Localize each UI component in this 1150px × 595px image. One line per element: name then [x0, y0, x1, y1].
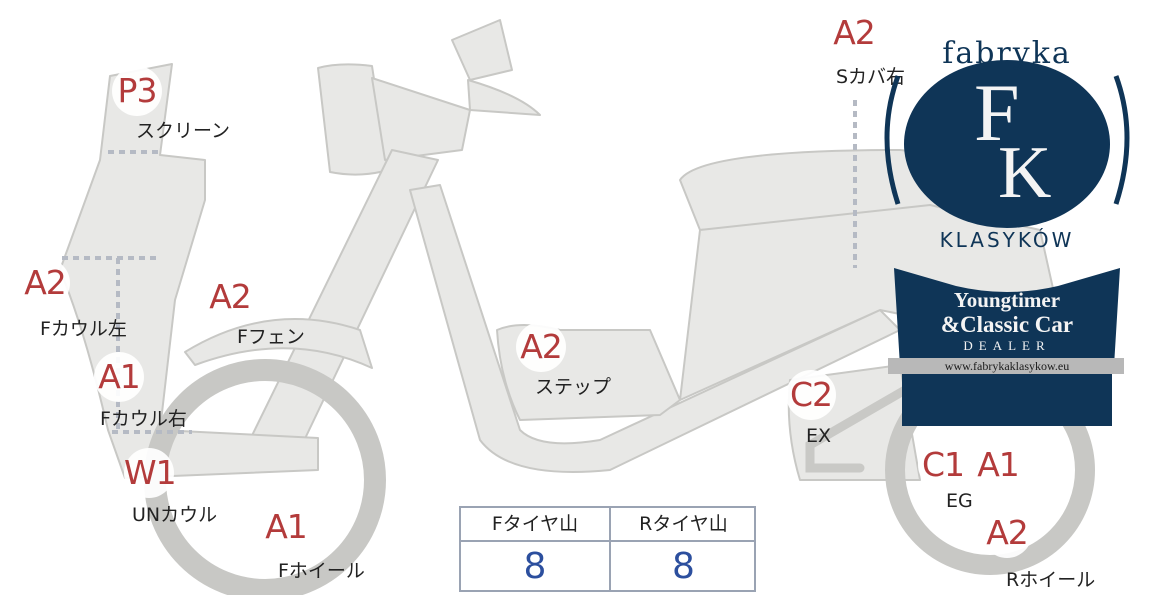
tire-tread-table: Fタイヤ山 Rタイヤ山 8 8 [459, 506, 756, 592]
label-un-cowl: UNカウル [132, 504, 218, 526]
grade-engine-secondary: A1 [973, 440, 1023, 490]
front-fender-shape [184, 318, 373, 369]
mirror-shape [451, 19, 513, 81]
grade-f-fender: A2 [205, 272, 255, 322]
badge-url: www.fabrykaklasykow.eu [944, 359, 1070, 373]
front-tire-value: 8 [523, 546, 547, 587]
badge-word-klasykow: KLASYKÓW [939, 228, 1075, 252]
handlebar-shape [467, 79, 541, 116]
label-screen: スクリーン [136, 120, 231, 142]
grade-f-cowl-right: A1 [94, 352, 144, 402]
badge-graphic [884, 60, 1130, 426]
grade-step: A2 [516, 322, 566, 372]
front-fork-shape [239, 149, 439, 471]
grade-exhaust: C2 [786, 370, 836, 420]
exhaust-pipe-shape [805, 385, 910, 473]
label-r-wheel: Rホイール [1006, 569, 1096, 591]
badge-letter-k: K [998, 132, 1052, 214]
grade-f-cowl-left: A2 [20, 258, 70, 308]
grade-f-wheel: A1 [261, 502, 311, 552]
dealer-badge: fabryka F K KLASYKÓW Youngtimer &Classic… [876, 36, 1138, 426]
badge-line-dealer: DEALER [963, 338, 1051, 353]
table-column-divider [609, 508, 611, 590]
rear-tire-header: Rタイヤ山 [611, 508, 756, 542]
grade-r-wheel: A2 [982, 508, 1032, 558]
front-tire-header: Fタイヤ山 [461, 508, 609, 542]
label-s-cover-right: Sカバ右 [836, 66, 906, 88]
badge-line-classic-car: &Classic Car [940, 312, 1074, 337]
label-exhaust: EX [806, 425, 832, 447]
rear-tire-value: 8 [672, 546, 695, 587]
badge-word-fabryka: fabryka [942, 36, 1072, 71]
label-f-cowl-left: Fカウル左 [40, 318, 127, 340]
handle-cover-shape [371, 77, 471, 161]
grade-un-cowl: W1 [124, 448, 177, 498]
grade-s-cover-right: A2 [829, 8, 879, 58]
label-step: ステップ [535, 376, 612, 398]
grade-screen: P3 [112, 66, 162, 116]
badge-letter-f: F [974, 67, 1020, 158]
label-f-fender: Fフェン [237, 326, 305, 348]
grade-engine: C1 [918, 440, 968, 490]
label-f-wheel: Fホイール [278, 560, 365, 582]
label-f-cowl-right: Fカウル右 [100, 408, 187, 430]
badge-line-youngtimer: Youngtimer [953, 288, 1061, 312]
label-engine: EG [946, 490, 973, 512]
